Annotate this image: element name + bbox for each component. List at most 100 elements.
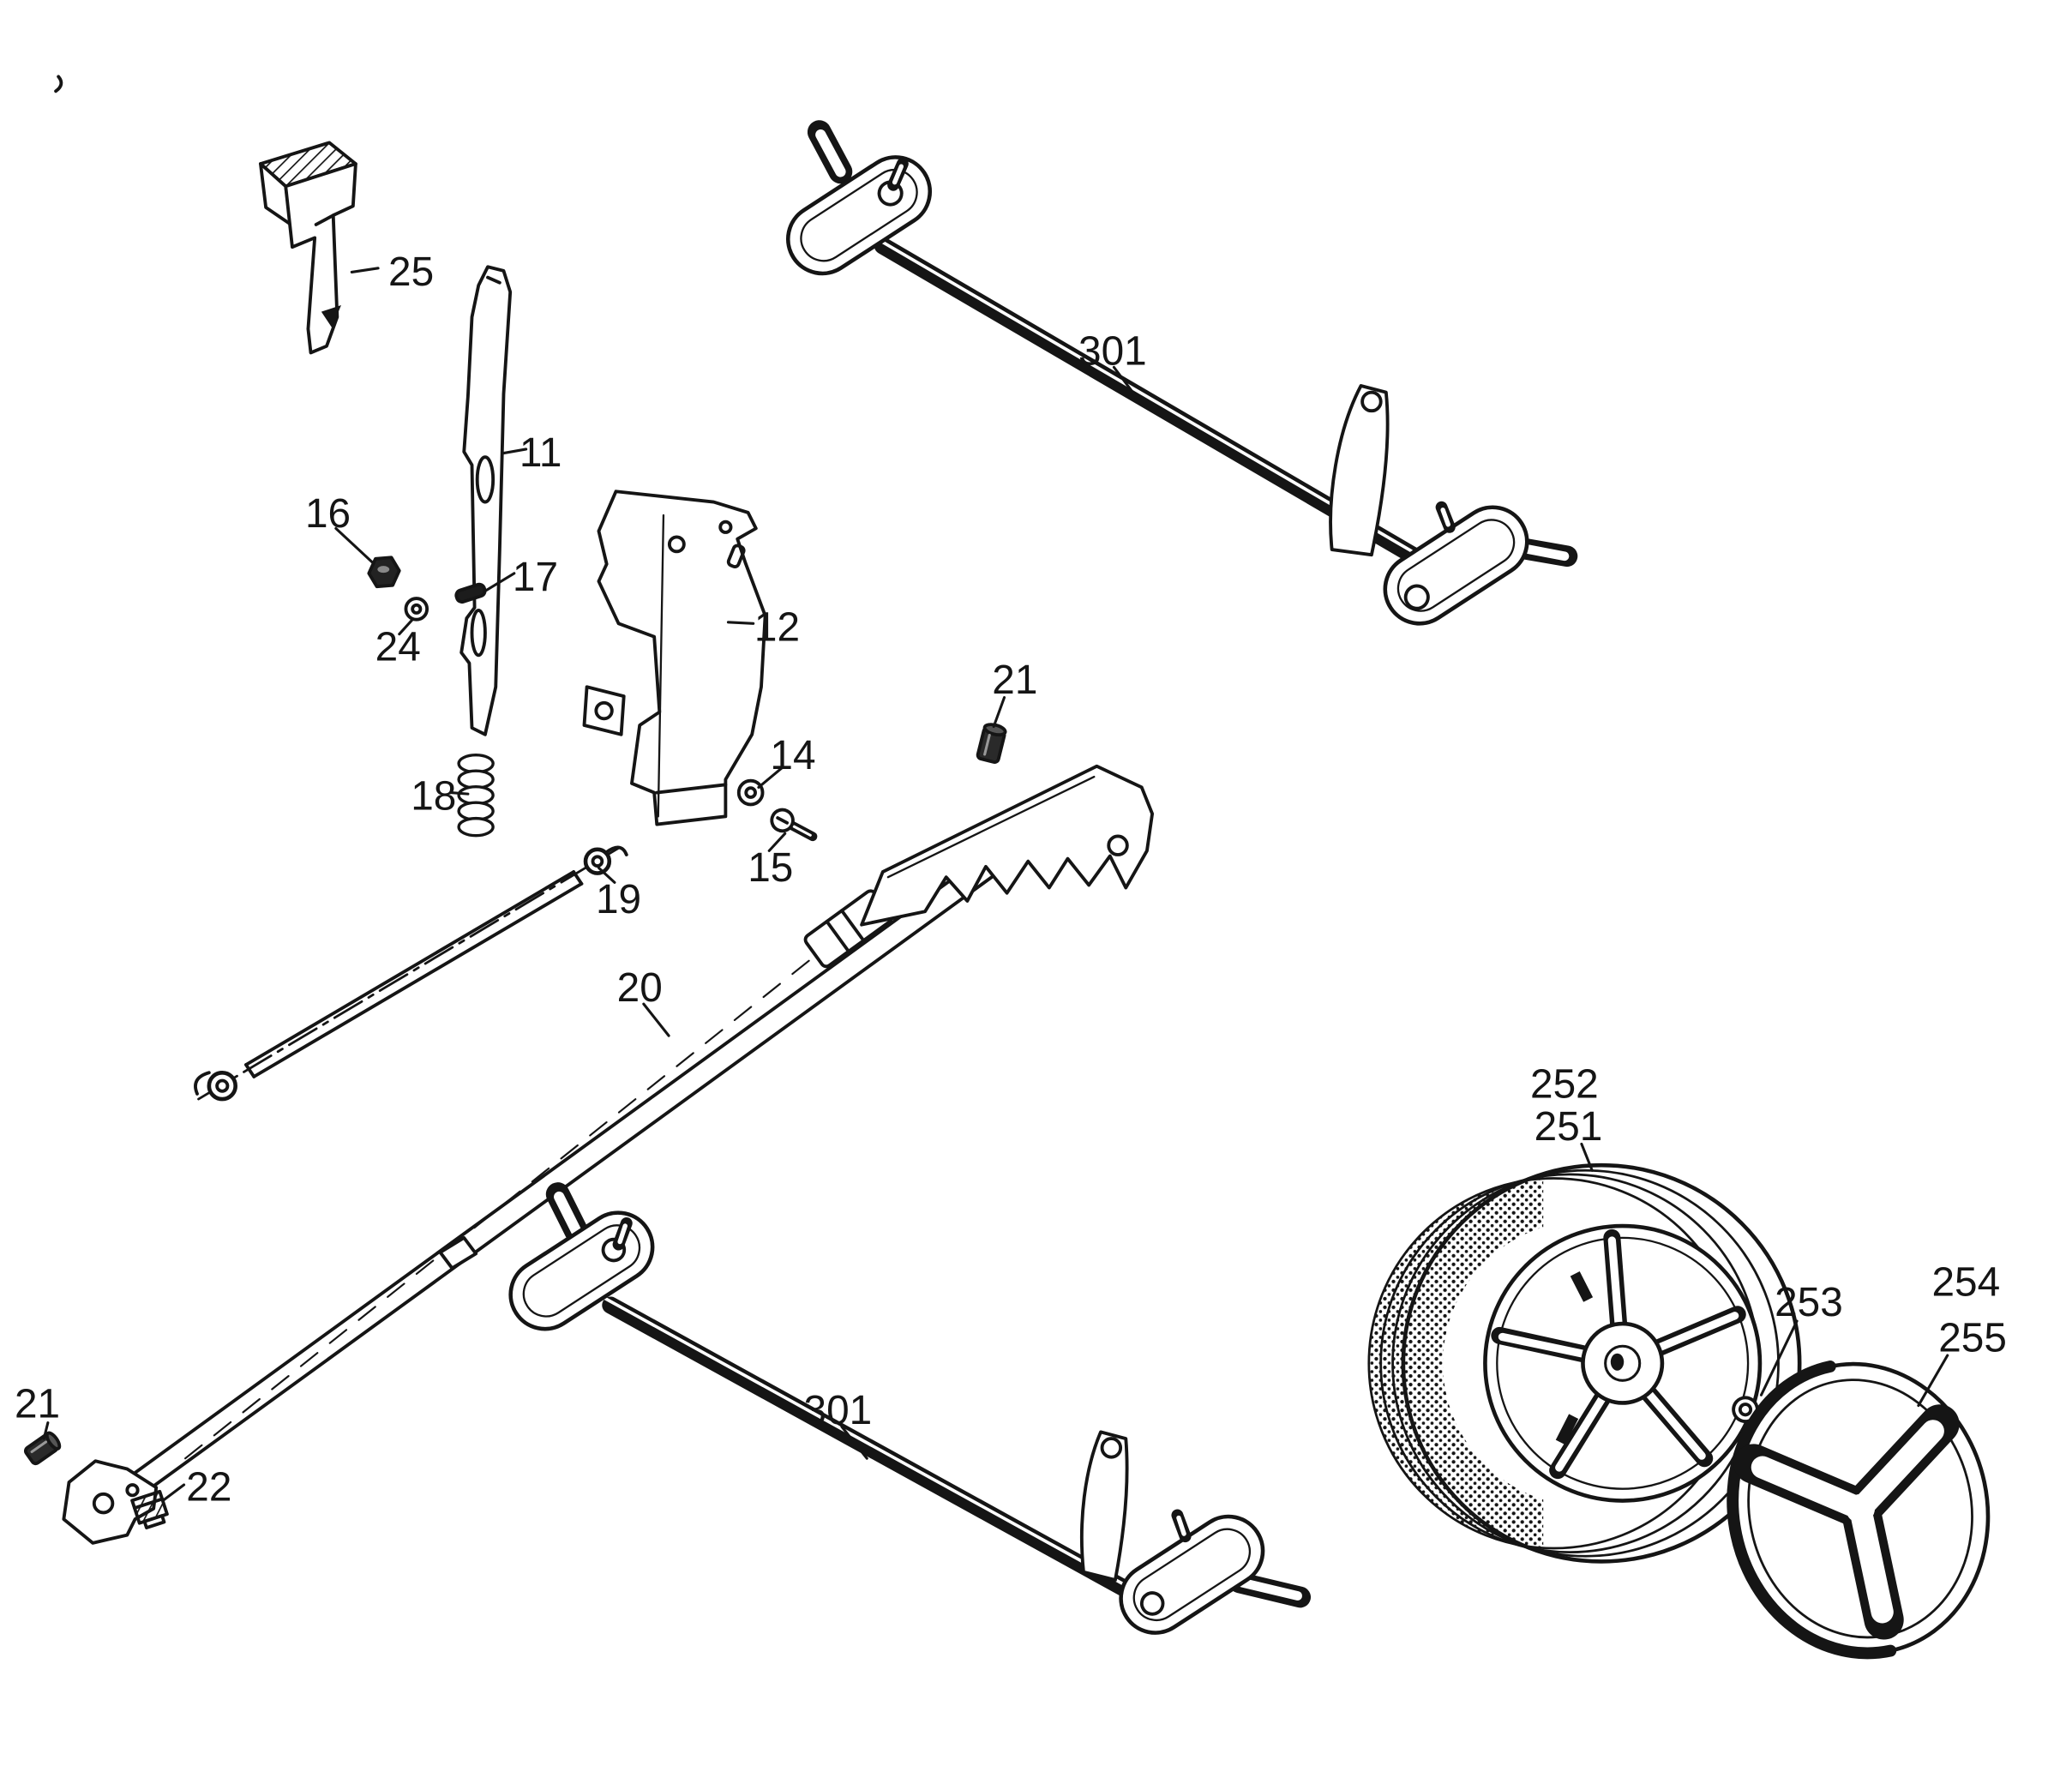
label-part-16: 16 bbox=[305, 491, 351, 537]
label-part-24: 24 bbox=[375, 624, 421, 670]
part-21-pin-top bbox=[976, 723, 1007, 764]
rim-inner bbox=[1496, 1236, 1750, 1490]
axle-flange-right bbox=[1383, 505, 1529, 626]
tube-ratchet-plate bbox=[860, 764, 1155, 927]
tube-foot-hole-2 bbox=[125, 1483, 140, 1498]
hubcap-edge bbox=[1727, 1361, 1897, 1660]
axle-rod-highlight bbox=[875, 237, 1413, 553]
part-24-washer bbox=[404, 597, 429, 622]
nut-highlight bbox=[377, 566, 390, 574]
flange-inner bbox=[800, 168, 918, 262]
spoke-fill bbox=[1655, 1312, 1739, 1352]
label-part-21-top: 21 bbox=[992, 658, 1037, 703]
part-18-spring bbox=[457, 753, 495, 838]
screw-head bbox=[1738, 1403, 1753, 1417]
spoke-fill bbox=[1555, 1393, 1607, 1472]
part-301-axle-bottom bbox=[508, 1182, 1312, 1635]
bracket-tab-hole bbox=[594, 700, 614, 721]
arm-hole bbox=[1360, 390, 1383, 413]
flange-pin-right-fill bbox=[1176, 1515, 1186, 1536]
link-rod-end bbox=[572, 870, 584, 886]
clip-fold-line bbox=[314, 213, 335, 226]
part-21-pin-bottom bbox=[23, 1431, 62, 1466]
part-20-handle-tube bbox=[62, 764, 1155, 1545]
link-centerline bbox=[197, 846, 620, 1101]
flange-inner bbox=[522, 1224, 641, 1318]
rim-dark-mark bbox=[1570, 1270, 1594, 1302]
screw-thread bbox=[792, 825, 812, 837]
axle-stub-left-fill bbox=[554, 1191, 582, 1237]
leader-19 bbox=[597, 866, 616, 884]
part-25-handle-clip bbox=[259, 141, 357, 355]
axle-rod bbox=[602, 1296, 1162, 1613]
part-301-axle-top bbox=[785, 120, 1578, 626]
y-arm-fill bbox=[1851, 1507, 1894, 1624]
link-hook-eye-left-inner bbox=[215, 1078, 230, 1093]
label-part-252: 252 bbox=[1530, 1062, 1599, 1108]
link-hook-tail-left bbox=[194, 1071, 211, 1096]
label-part-21-bottom: 21 bbox=[15, 1381, 60, 1427]
label-part-18: 18 bbox=[411, 774, 456, 820]
part-19-spring-link bbox=[194, 845, 628, 1102]
pin-highlight bbox=[30, 1440, 48, 1454]
wheel-spokes-fill bbox=[1498, 1236, 1739, 1472]
axle-rod bbox=[874, 237, 1426, 567]
axle-rod-highlight bbox=[604, 1296, 1149, 1599]
bracket-body bbox=[597, 490, 767, 826]
axle-stub-left-fill bbox=[815, 129, 846, 177]
label-part-17: 17 bbox=[513, 555, 558, 600]
bracket-hole-1 bbox=[667, 535, 686, 554]
part-251-252-wheel bbox=[1367, 1162, 1802, 1564]
y-arm-fill bbox=[1751, 1456, 1863, 1517]
washer-hole bbox=[744, 786, 757, 799]
axle-flange-right bbox=[1119, 1514, 1265, 1635]
leader-301-top bbox=[1112, 365, 1136, 395]
leader-255 bbox=[1917, 1354, 1949, 1408]
label-part-254: 254 bbox=[1931, 1260, 2000, 1306]
bracket-fold-line bbox=[657, 514, 665, 818]
flange-inner bbox=[1396, 519, 1516, 612]
spoke-fill bbox=[1498, 1332, 1589, 1359]
label-part-25: 25 bbox=[388, 249, 434, 295]
clip-body bbox=[284, 162, 357, 355]
spring-coil bbox=[457, 816, 495, 838]
label-part-20: 20 bbox=[617, 965, 663, 1011]
leader-lines bbox=[42, 267, 1949, 1503]
link-hook-eye-right bbox=[583, 847, 612, 875]
link-rod-end bbox=[244, 1063, 256, 1078]
flange-hole bbox=[1403, 584, 1430, 610]
flange-pin-right-fill bbox=[1440, 508, 1450, 527]
leader-17 bbox=[482, 572, 516, 593]
clip-base bbox=[142, 1514, 166, 1530]
tube-seam bbox=[184, 946, 827, 1460]
leader-21-top bbox=[992, 696, 1006, 729]
part-254-255-hubcap bbox=[1727, 1361, 1991, 1660]
axle-bracket-arm bbox=[1079, 1430, 1129, 1582]
link-hook-eye-left bbox=[207, 1070, 237, 1102]
ratchet-hole bbox=[1107, 834, 1129, 856]
leader-301-bottom bbox=[840, 1425, 868, 1460]
flange-body bbox=[1383, 505, 1529, 626]
collar-line bbox=[825, 919, 850, 953]
link-rod-edge bbox=[252, 881, 584, 1078]
label-part-15: 15 bbox=[748, 845, 793, 891]
drawing-layer bbox=[23, 75, 1991, 1660]
part-16-nut bbox=[367, 556, 401, 589]
tire-tread-stipple bbox=[1368, 1178, 1544, 1548]
leader-11 bbox=[501, 448, 528, 455]
y-center-fill bbox=[1846, 1493, 1876, 1523]
part-14-washer bbox=[736, 778, 765, 807]
flange-inner bbox=[1132, 1528, 1252, 1622]
leader-22 bbox=[161, 1483, 186, 1503]
lever-notch bbox=[486, 275, 501, 285]
washer-hole bbox=[411, 603, 423, 615]
hub-hole bbox=[1610, 1353, 1625, 1371]
label-part-11: 11 bbox=[520, 430, 562, 476]
stipple-crescent bbox=[1368, 1178, 1544, 1548]
screw-slot bbox=[776, 816, 790, 825]
flange-pin-left-fill bbox=[617, 1223, 628, 1245]
label-part-22: 22 bbox=[186, 1465, 231, 1511]
clip-tab bbox=[321, 304, 341, 328]
pin-body bbox=[454, 582, 487, 604]
